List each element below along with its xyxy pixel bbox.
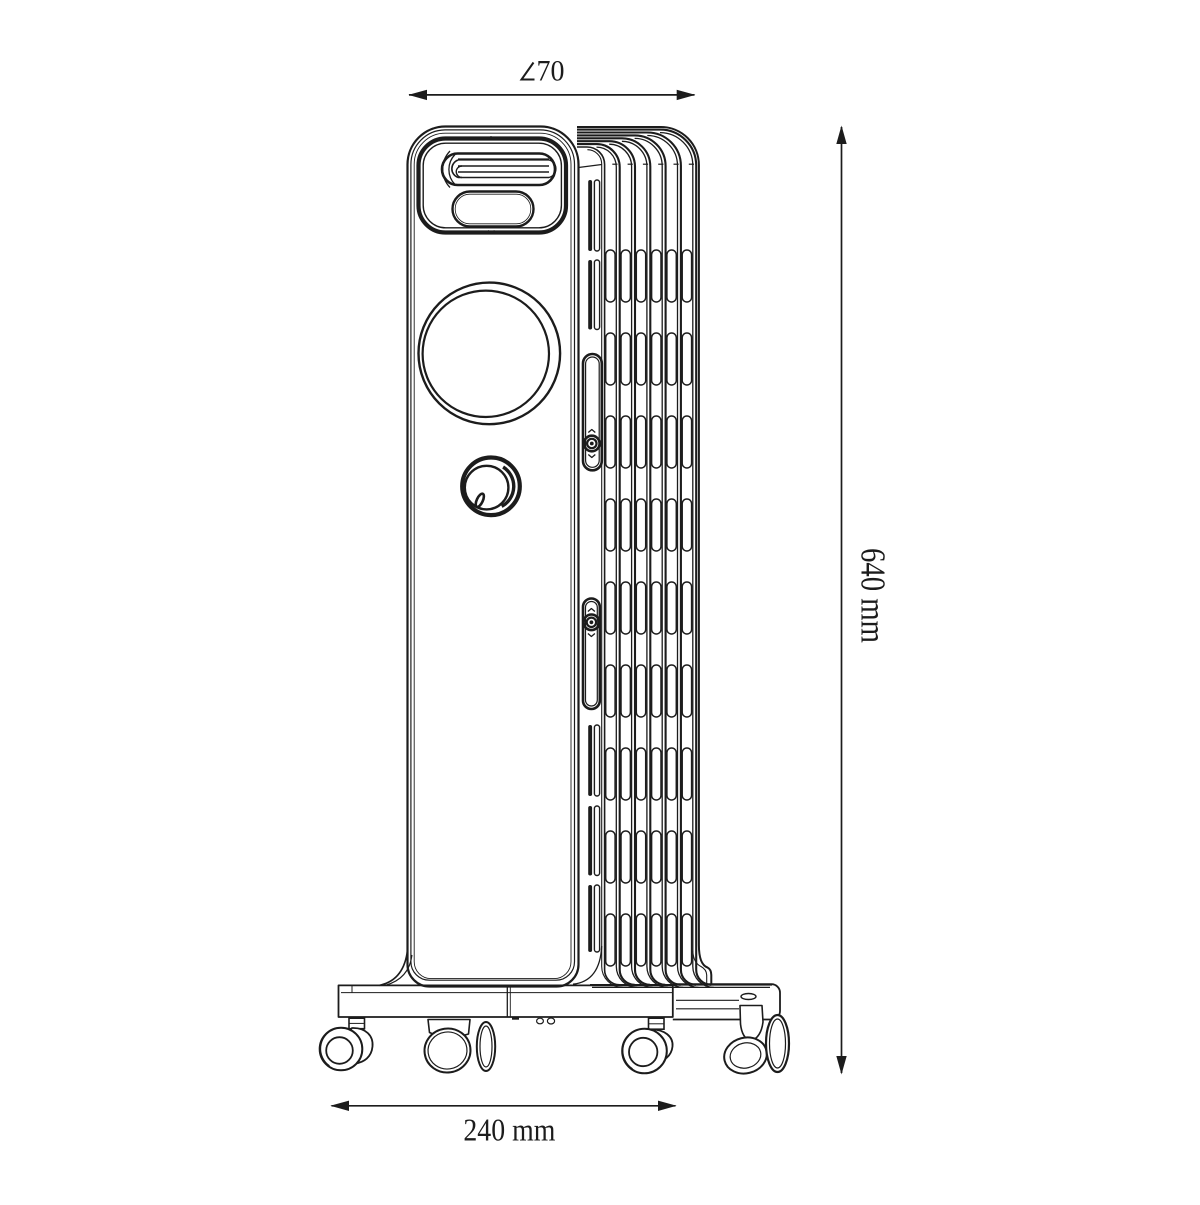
svg-text:240 mm: 240 mm <box>463 1112 555 1148</box>
svg-text:70: 70 <box>537 55 565 88</box>
svg-text:640 mm: 640 mm <box>854 548 892 643</box>
